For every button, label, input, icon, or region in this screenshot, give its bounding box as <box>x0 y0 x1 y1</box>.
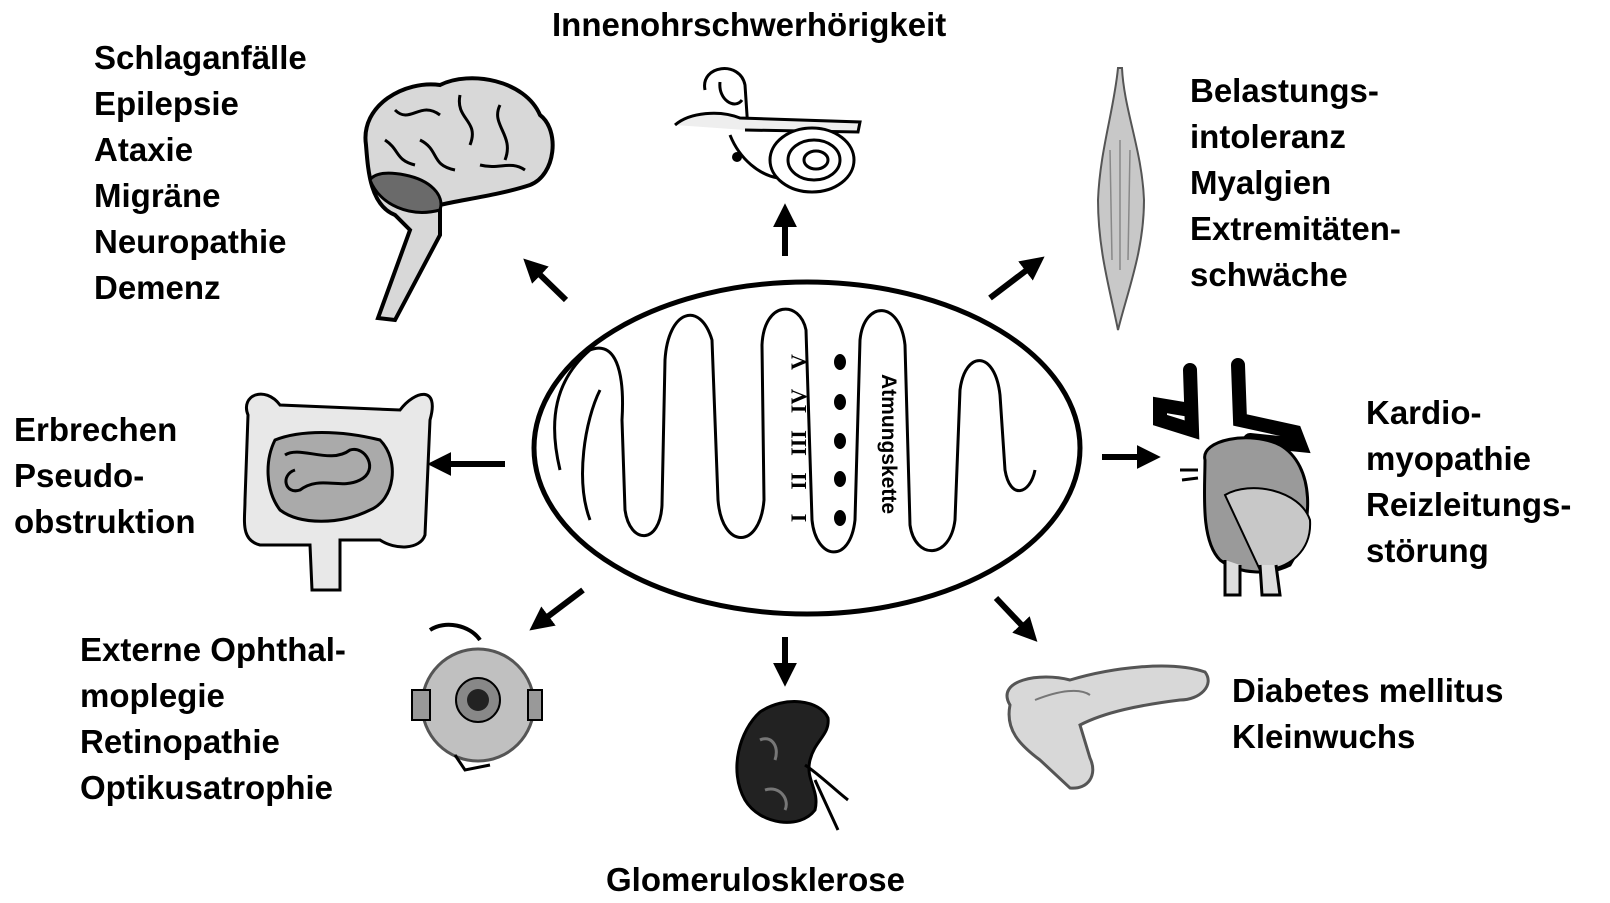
muscle-line: intoleranz <box>1190 114 1401 160</box>
arrow-muscle <box>990 263 1036 298</box>
muscle-line: schwäche <box>1190 252 1401 298</box>
brain-line: Migräne <box>94 173 307 219</box>
pancreas-label: Diabetes mellitus Kleinwuchs <box>1232 668 1503 760</box>
arrow-eye <box>538 590 583 624</box>
muscle-label: Belastungs- intoleranz Myalgien Extremit… <box>1190 68 1401 298</box>
arrow-pancreas <box>996 598 1030 634</box>
pancreas-icon <box>1007 666 1208 788</box>
brain-line: Demenz <box>94 265 307 311</box>
eye-line: Optikusatrophie <box>80 765 346 811</box>
pancreas-line: Diabetes mellitus <box>1232 668 1503 714</box>
heart-label: Kardio- myopathie Reizleitungs- störung <box>1366 390 1571 574</box>
muscle-line: Myalgien <box>1190 160 1401 206</box>
intestine-line: Pseudo- <box>14 453 195 499</box>
intestine-label: Erbrechen Pseudo- obstruktion <box>14 407 195 545</box>
ear-line: Innenohrschwerhörigkeit <box>552 2 946 48</box>
kidney-label: Glomerulosklerose <box>606 857 905 903</box>
heart-line: störung <box>1366 528 1571 574</box>
complex-V: V <box>786 354 811 370</box>
brain-icon <box>365 78 552 320</box>
heart-line: Kardio- <box>1366 390 1571 436</box>
arrow-brain <box>531 266 566 300</box>
chain-label: Atmungskette <box>877 374 900 514</box>
complex-III: III <box>786 430 811 456</box>
heart-icon <box>1160 365 1310 595</box>
heart-line: Reizleitungs- <box>1366 482 1571 528</box>
complex-II: II <box>786 472 811 489</box>
brain-line: Epilepsie <box>94 81 307 127</box>
eye-line: Retinopathie <box>80 719 346 765</box>
intestine-icon <box>244 394 432 590</box>
kidney-line: Glomerulosklerose <box>606 857 905 903</box>
brain-line: Neuropathie <box>94 219 307 265</box>
complex-I: I <box>786 514 811 523</box>
eye-line: moplegie <box>80 673 346 719</box>
brain-label: Schlaganfälle Epilepsie Ataxie Migräne N… <box>94 35 307 311</box>
eye-icon <box>412 625 542 770</box>
heart-line: myopathie <box>1366 436 1571 482</box>
eye-label: Externe Ophthal- moplegie Retinopathie O… <box>80 627 346 811</box>
pancreas-line: Kleinwuchs <box>1232 714 1503 760</box>
muscle-line: Extremitäten- <box>1190 206 1401 252</box>
inner-ear-icon <box>675 69 860 192</box>
intestine-line: Erbrechen <box>14 407 195 453</box>
kidney-icon <box>737 702 848 830</box>
complex-IV: IV <box>786 389 811 414</box>
muscle-icon <box>1098 68 1144 330</box>
mitochondrion: I II III IV V Atmungskette <box>534 282 1080 614</box>
intestine-line: obstruktion <box>14 499 195 545</box>
brain-line: Schlaganfälle <box>94 35 307 81</box>
eye-line: Externe Ophthal- <box>80 627 346 673</box>
brain-line: Ataxie <box>94 127 307 173</box>
muscle-line: Belastungs- <box>1190 68 1401 114</box>
ear-label: Innenohrschwerhörigkeit <box>552 2 946 48</box>
